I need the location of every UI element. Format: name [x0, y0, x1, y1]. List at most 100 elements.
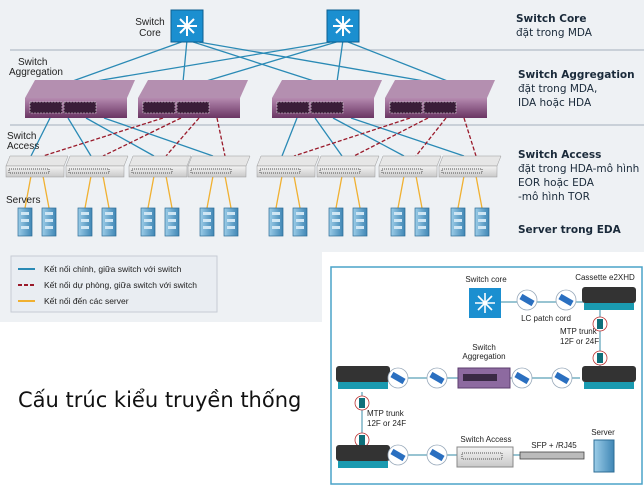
server-bay [81, 219, 89, 222]
devices-layer [5, 9, 502, 237]
server-link [475, 175, 483, 209]
cassette [582, 287, 636, 310]
primary-link [182, 39, 188, 83]
server [352, 207, 368, 237]
label-agg-2: Aggregation [9, 67, 63, 78]
server [223, 207, 239, 237]
lc-connector-icon [519, 293, 535, 307]
cassette [336, 366, 390, 389]
server-bay [418, 226, 426, 229]
server-bay [227, 226, 235, 229]
legend-backup-label: Kết nối dự phòng, giữa switch với switch [44, 280, 197, 290]
server-link [457, 175, 465, 209]
port-block [8, 168, 50, 174]
server-bay [394, 226, 402, 229]
inset-access-switch [456, 446, 514, 468]
server-bay [105, 212, 113, 215]
server-bay [227, 219, 235, 222]
access-front [438, 165, 498, 178]
server-bay [296, 219, 304, 222]
server-link [102, 175, 110, 209]
access-front [378, 165, 438, 178]
cassette-ports [338, 461, 388, 468]
server-bay [168, 219, 176, 222]
inset-mtp2-label-2: 12F or 24F [367, 419, 406, 428]
server-bay [478, 219, 486, 222]
access-front [5, 165, 65, 178]
primary-link [332, 117, 405, 157]
inset-cabling-diagram [336, 287, 636, 473]
inset-switch-core-label: Switch core [465, 275, 507, 284]
inset-mtp-label-2: 12F or 24F [560, 337, 599, 346]
port-block [389, 101, 423, 114]
access-top [316, 155, 380, 167]
agg-top [138, 80, 248, 98]
server [101, 207, 117, 237]
label-agg-1: Switch [18, 57, 47, 68]
cassette-ports [584, 303, 634, 310]
label-access-2: Access [7, 141, 39, 152]
access-front [256, 165, 316, 178]
lc-connector-icon [558, 293, 574, 307]
primary-link [281, 117, 298, 157]
access-top [128, 155, 192, 167]
server-link [397, 175, 405, 209]
port-block [190, 168, 232, 174]
inset-agg-label-1: Switch [472, 343, 496, 352]
server-bay [332, 219, 340, 222]
server-bay [454, 212, 462, 215]
server-bay [45, 226, 53, 229]
label-servers: Servers [6, 195, 40, 206]
access-switch [256, 155, 320, 178]
server [199, 207, 215, 237]
access-top [438, 155, 502, 167]
aggregation-switch [272, 80, 382, 118]
server-bay [105, 226, 113, 229]
server-link [206, 175, 214, 209]
right-agg-sub1: đặt trong MDA, [518, 83, 597, 95]
primary-link [186, 39, 318, 83]
port-block [423, 101, 457, 114]
right-agg-sub2: IDA hoặc HDA [518, 97, 592, 109]
arrows-icon [333, 16, 353, 36]
server-bay [356, 226, 364, 229]
right-server-title: Server trong EDA [518, 224, 622, 236]
server-link [224, 175, 232, 209]
aggregation-switch [385, 80, 495, 118]
aggregation-switch [138, 80, 248, 118]
port-block [68, 168, 110, 174]
server-bay [45, 219, 53, 222]
agg-top [385, 80, 495, 98]
server-bay [394, 219, 402, 222]
server-bay [203, 212, 211, 215]
lc-connector-icon [514, 371, 530, 385]
server-bay [272, 219, 280, 222]
server-bay [81, 226, 89, 229]
label-core-1: Switch [135, 17, 164, 28]
port-block [319, 168, 361, 174]
server-bay [454, 226, 462, 229]
server-link [353, 175, 361, 209]
server-bay [394, 212, 402, 215]
caption: Cấu trúc kiểu truyền thống [18, 388, 302, 412]
server-bay [203, 226, 211, 229]
server [17, 207, 33, 237]
primary-link [202, 39, 344, 83]
server-bay [454, 219, 462, 222]
server-bay [478, 212, 486, 215]
backup-link [42, 117, 164, 157]
right-access-title: Switch Access [518, 149, 601, 161]
legend-server-label: Kết nối đến các server [44, 296, 129, 306]
primary-link [350, 117, 465, 157]
access-top [256, 155, 320, 167]
inset-sfp-label: SFP + /RJ45 [531, 441, 577, 450]
access-switch [378, 155, 442, 178]
server-bay [272, 212, 280, 215]
primary-link [186, 39, 431, 83]
access-switch [5, 155, 69, 178]
cassette-body [336, 366, 390, 382]
primary-link [67, 117, 92, 157]
right-access-sub3: -mô hình TOR [518, 191, 590, 203]
inset-cassette-label: Cassette e2XHD [575, 273, 635, 282]
server-bay [21, 212, 29, 215]
